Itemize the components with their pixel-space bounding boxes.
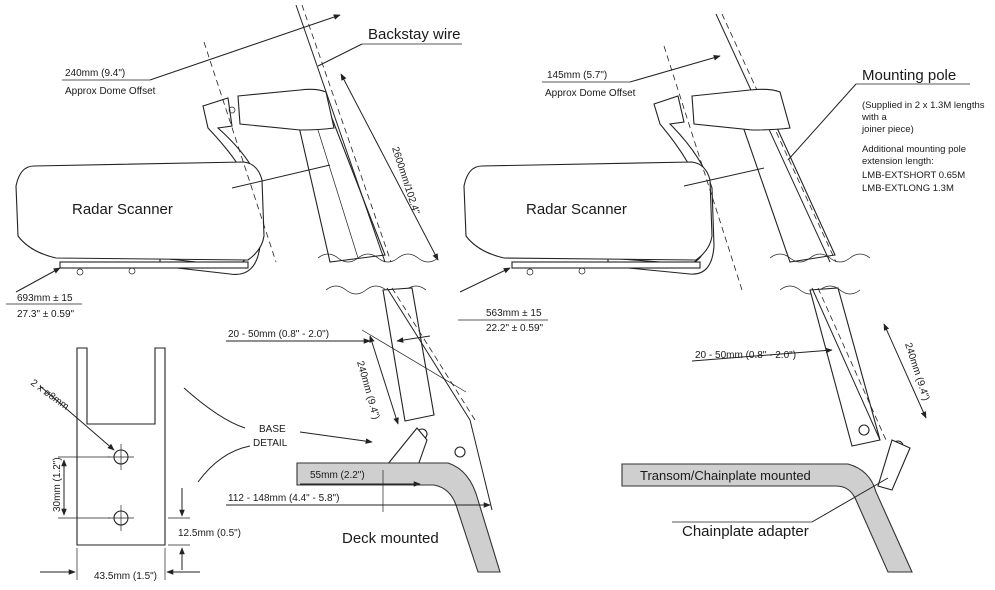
range-label-r: 20 - 50mm (0.8" - 2.0") (695, 350, 796, 361)
base-offset-mm: 693mm ± 15 (17, 293, 73, 304)
dome-offset-caption: Approx Dome Offset (65, 86, 156, 97)
dome-offset-value-r: 145mm (5.7") (547, 70, 607, 81)
spacing-label: 30mm (1.2") (52, 457, 63, 512)
holes-leader (39, 385, 115, 451)
extension-line1: Additional mounting pole (862, 144, 966, 155)
extension-line4: LMB-EXTLONG 1.3M (862, 183, 954, 194)
pole-title: Mounting pole (862, 67, 956, 84)
base-detail-plate: 2 x ø8mm 30mm (1.2") 12.5mm (0.5") 43.5m… (28, 347, 241, 582)
pole-leader (787, 83, 857, 161)
lower-pole-r (809, 287, 887, 447)
radar-scanner-label-r: Radar Scanner (526, 201, 627, 218)
chainplate-leader (811, 477, 889, 523)
dome-clamp (237, 88, 335, 131)
base-offset-dim (231, 164, 331, 189)
backstay-leader (317, 43, 363, 67)
mounting-pole (715, 13, 837, 263)
dome-offset-caption-r: Approx Dome Offset (545, 88, 636, 99)
lower-length-dim (369, 335, 399, 425)
width-label: 43.5mm (1.5") (94, 571, 157, 582)
deck-profile (296, 462, 501, 573)
base-offset-in: 27.3" ± 0.59" (17, 309, 75, 320)
chainplate-label: Chainplate adapter (682, 523, 809, 540)
backstay-label: Backstay wire (368, 26, 461, 43)
chainplate-adapter (877, 439, 911, 491)
range-dim-r (691, 347, 833, 362)
base-detail-line1: BASE (259, 424, 286, 435)
lower-length-label-r: 240mm (9.4") (902, 342, 931, 403)
upper-pole (296, 107, 386, 263)
dome-centre-line (203, 41, 277, 263)
detail-leader-top (183, 387, 246, 429)
dome-offset-value: 240mm (9.4") (65, 68, 125, 79)
supplied-line3: joiner piece) (861, 124, 914, 135)
edge-label: 12.5mm (0.5") (178, 528, 241, 539)
base-offset-in-r: 22.2" ± 0.59" (486, 323, 544, 334)
dome-clamp-r (691, 88, 791, 131)
pole-clamp-r (858, 424, 870, 436)
radar-scanner-r (463, 161, 713, 276)
lower-length-dim-r (883, 323, 927, 419)
range-label: 20 - 50mm (0.8" - 2.0") (228, 329, 329, 340)
break-line-upper-r (769, 253, 871, 263)
foot-width-label: 55mm (2.2") (310, 470, 365, 481)
extension-line2: extension length: (862, 156, 934, 167)
height-label: 2600mm/102.4" (389, 146, 421, 217)
deck-mounted-caption: Deck mounted (342, 530, 439, 547)
transom-profile (621, 463, 913, 573)
transom-mount-assembly: Radar Scanner 145mm (5.7") Approx Dome O… (458, 13, 985, 573)
supplied-line2: with a (861, 112, 888, 123)
dome-offset-dim-r (629, 55, 721, 83)
height-dim (340, 73, 439, 261)
deck-mount-assembly: Radar Scanner 240mm (9.4") Approx Dome O… (6, 4, 501, 573)
holes-label: 2 x ø8mm (28, 378, 70, 413)
base-offset-mm-r: 563mm ± 15 (486, 308, 542, 319)
lower-length-label: 240mm (9.4") (354, 360, 381, 421)
supplied-line1: (Supplied in 2 x 1.3M lengths (862, 100, 985, 111)
base-detail-line2: DETAIL (253, 438, 288, 449)
foot-range-label: 112 - 148mm (4.4" - 5.8") (228, 493, 339, 504)
transom-label: Transom/Chainplate mounted (640, 468, 811, 483)
radar-scanner (15, 161, 265, 276)
dome-centre-line-r (663, 45, 743, 291)
radar-scanner-label: Radar Scanner (72, 201, 173, 218)
extension-line3: LMB-EXTSHORT 0.65M (862, 170, 965, 181)
wire-clamp (454, 446, 466, 458)
dome-offset-dim (149, 14, 341, 81)
